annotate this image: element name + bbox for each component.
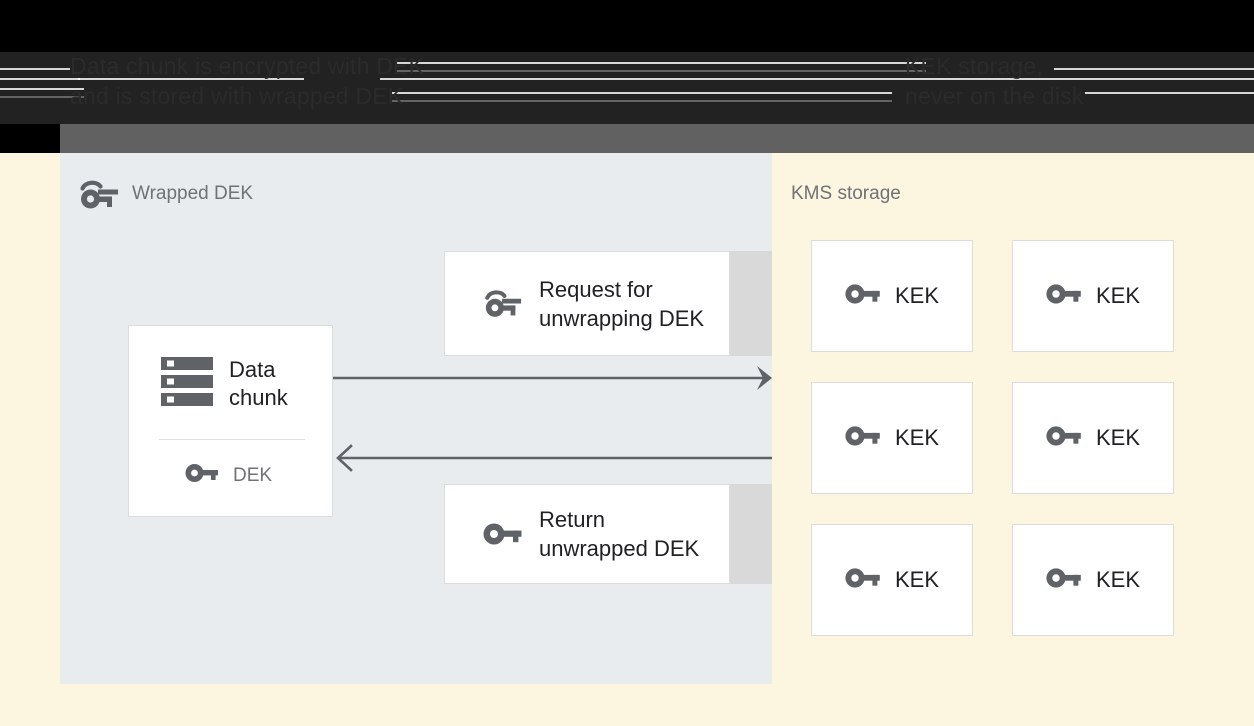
key-icon xyxy=(845,565,881,596)
kek-grid: KEK KEK KEK xyxy=(811,240,1174,636)
kek-card[interactable]: KEK xyxy=(811,524,973,636)
kek-card[interactable]: KEK xyxy=(811,240,973,352)
return-unwrapped-label: Return unwrapped DEK xyxy=(539,507,700,561)
kek-label: KEK xyxy=(1095,425,1141,450)
header-rule xyxy=(396,70,926,72)
data-chunk-icon xyxy=(159,354,215,413)
header-rule xyxy=(78,78,304,80)
data-chunk-divider xyxy=(159,439,305,440)
kek-card[interactable]: KEK xyxy=(811,382,973,494)
header-rule xyxy=(380,78,1254,80)
header-rule xyxy=(1085,92,1254,94)
header-band xyxy=(0,52,1254,124)
header-gray-strip-notch xyxy=(0,124,60,153)
data-chunk-label: Data chunk xyxy=(229,356,288,410)
header-caption-right: KEK storage, never on the disk xyxy=(905,53,1084,109)
request-card-shadow xyxy=(730,251,772,356)
return-card-shadow xyxy=(730,484,772,584)
wrapped-key-icon xyxy=(483,287,523,321)
header-caption-left: Data chunk is encrypted with DEK and is … xyxy=(70,53,425,109)
kek-label: KEK xyxy=(1095,283,1141,308)
header-rule xyxy=(1054,68,1254,70)
wrapped-key-icon xyxy=(78,178,120,212)
request-unwrapping-card[interactable]: Request for unwrapping DEK xyxy=(444,251,730,356)
header-rule xyxy=(0,78,80,80)
dek-row: DEK xyxy=(185,461,272,490)
kek-label: KEK xyxy=(894,425,940,450)
arrow-request-to-kms xyxy=(333,360,772,396)
kek-label: KEK xyxy=(894,283,940,308)
header-rule xyxy=(0,88,84,90)
kek-card[interactable]: KEK xyxy=(1012,524,1174,636)
key-icon xyxy=(483,520,523,548)
header-rule xyxy=(396,62,926,64)
key-icon xyxy=(845,423,881,454)
header-rule xyxy=(0,68,70,70)
kek-card[interactable]: KEK xyxy=(1012,382,1174,494)
dek-label: DEK xyxy=(233,464,273,486)
header-rule xyxy=(0,96,84,98)
key-icon xyxy=(1046,281,1082,312)
request-unwrapping-label: Request for unwrapping DEK xyxy=(539,276,705,331)
kek-label: KEK xyxy=(894,567,940,592)
storage-panel-title: Wrapped DEK xyxy=(132,183,254,204)
kek-label: KEK xyxy=(1095,567,1141,592)
header-gray-strip xyxy=(0,124,1254,153)
arrow-return-from-kms xyxy=(333,440,772,476)
key-icon xyxy=(1046,565,1082,596)
key-icon xyxy=(845,281,881,312)
header-rule xyxy=(392,92,892,94)
header-zone: Data chunk is encrypted with DEK and is … xyxy=(0,0,1254,153)
data-chunk-card[interactable]: Data chunk DEK xyxy=(128,325,333,517)
data-chunk-row: Data chunk xyxy=(159,354,288,413)
header-rule xyxy=(392,100,892,102)
kek-card[interactable]: KEK xyxy=(1012,240,1174,352)
key-icon xyxy=(185,461,219,490)
kms-panel-title: KMS storage xyxy=(791,183,901,204)
key-icon xyxy=(1046,423,1082,454)
return-unwrapped-card[interactable]: Return unwrapped DEK xyxy=(444,484,730,584)
